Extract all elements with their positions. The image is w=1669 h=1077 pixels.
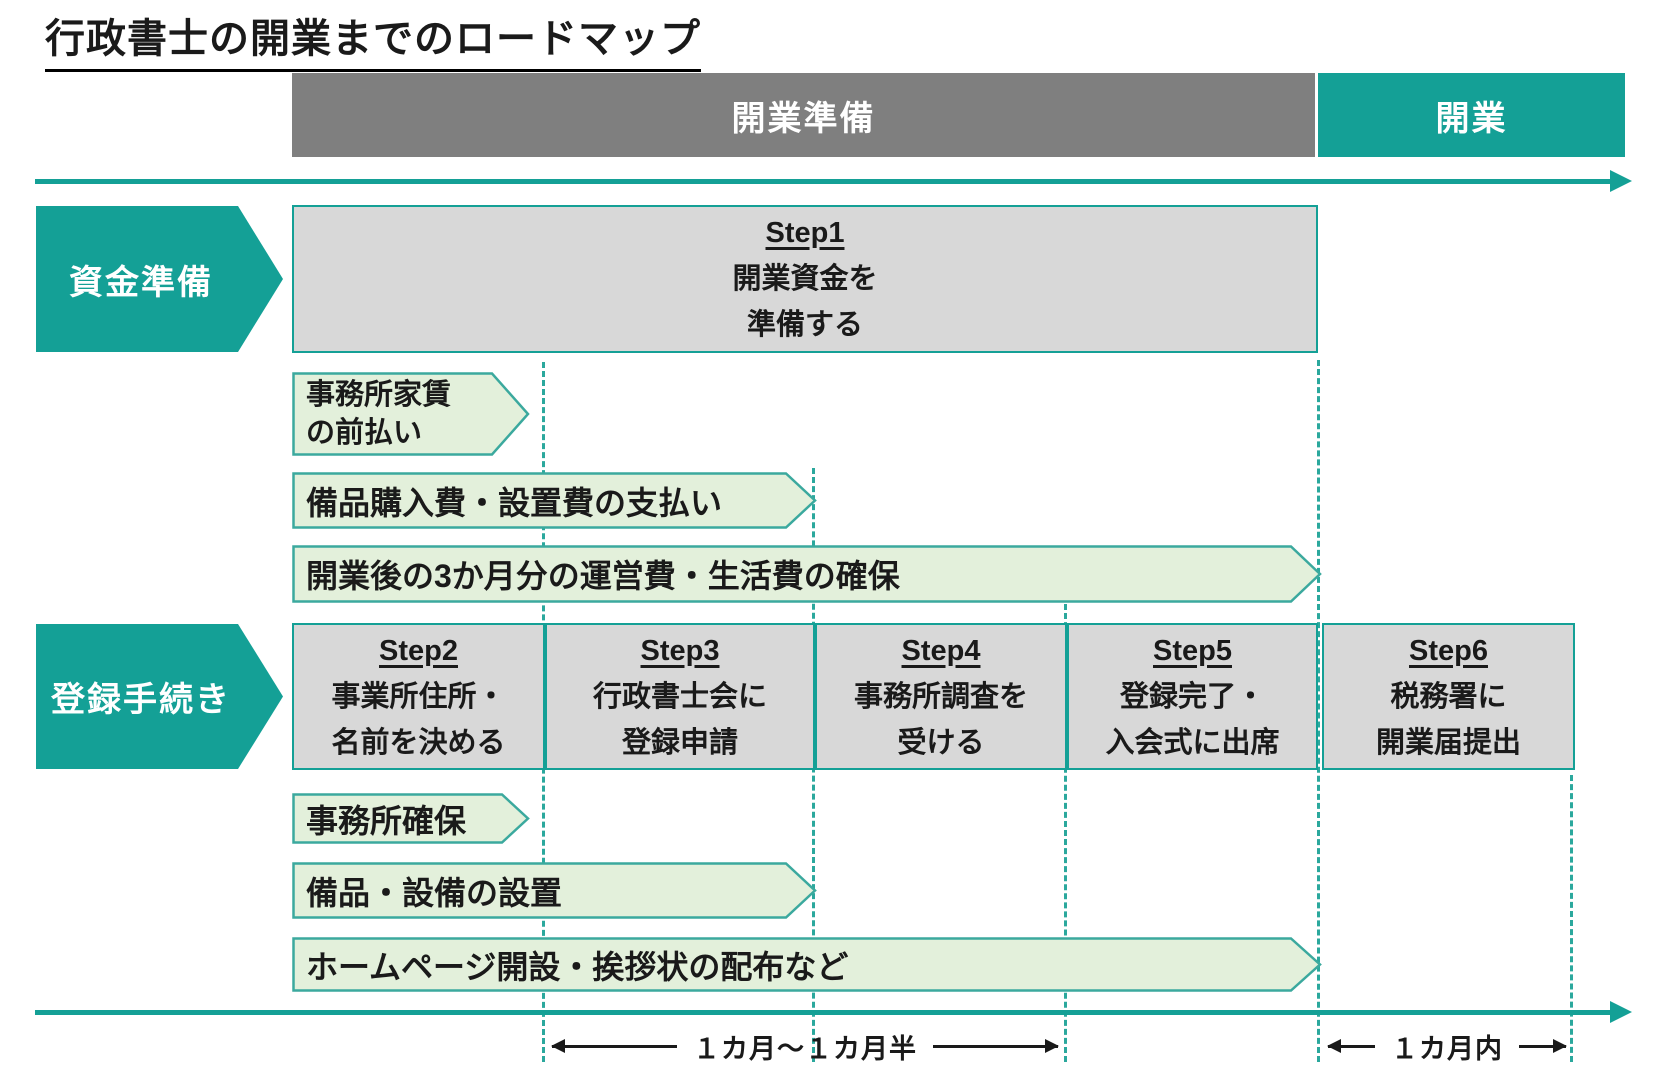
step1-line2: 準備する bbox=[746, 309, 863, 341]
lane-funding-label: 資金準備 bbox=[69, 263, 213, 302]
task-equipment-purchase-payment: 備品購入費・設置費の支払い bbox=[292, 472, 817, 529]
step6-title: Step6 bbox=[1409, 634, 1488, 667]
step1-line1: 開業資金を bbox=[732, 263, 878, 295]
duration-opening: １カ月内 bbox=[1328, 1028, 1566, 1064]
phase-opening-bar: 開業 bbox=[1318, 73, 1625, 157]
task-label: 備品購入費・設置費の支払い bbox=[306, 484, 723, 521]
lane-registration-label: 登録手続き bbox=[51, 681, 231, 719]
step1-title: Step1 bbox=[765, 217, 845, 249]
step5-line2: 入会式に出席 bbox=[1105, 726, 1280, 759]
task-office-rent-prepayment: 事務所家賃 の前払い bbox=[292, 372, 530, 456]
phase-preparation-bar: 開業準備 bbox=[292, 73, 1315, 157]
timeline-arrow-bottom bbox=[35, 1001, 1632, 1023]
duration-preparation-label: １カ月～１カ月半 bbox=[693, 1033, 917, 1064]
measure-arrow-left bbox=[1328, 1044, 1375, 1048]
step4-title: Step4 bbox=[901, 634, 981, 667]
page-title: 行政書士の開業までのロードマップ bbox=[45, 6, 701, 72]
task-arrow-shape bbox=[292, 472, 817, 529]
task-arrow-shape bbox=[292, 372, 530, 456]
task-arrow-shape bbox=[292, 937, 1322, 992]
lane-registration: 登録手続き bbox=[35, 623, 285, 770]
phase-opening-label: 開業 bbox=[1435, 99, 1508, 138]
step3-title: Step3 bbox=[640, 634, 720, 667]
task-label: 備品・設備の設置 bbox=[306, 874, 563, 911]
dashed-guide-line-3 bbox=[1064, 604, 1067, 1062]
task-label: 事務所家賃 の前払い bbox=[306, 379, 452, 449]
task-arrow-shape bbox=[292, 793, 530, 844]
task-install-equipment: 備品・設備の設置 bbox=[292, 862, 817, 919]
timeline-arrow-top bbox=[35, 170, 1632, 192]
duration-opening-label: １カ月内 bbox=[1391, 1033, 1503, 1064]
step2-line1: 事業所住所・ bbox=[331, 680, 506, 713]
dashed-guide-line-4 bbox=[1317, 360, 1320, 1062]
measure-arrow-left bbox=[552, 1044, 677, 1048]
dashed-guide-line-5 bbox=[1570, 775, 1573, 1062]
step4-box: Step4 事務所調査を 受ける bbox=[815, 623, 1067, 770]
task-homepage-and-greetings: ホームページ開設・挨拶状の配布など bbox=[292, 937, 1322, 992]
step6-line1: 税務署に bbox=[1390, 680, 1507, 713]
step1-box: Step1 開業資金を 準備する bbox=[292, 205, 1318, 353]
step3-box: Step3 行政書士会に 登録申請 bbox=[545, 623, 815, 770]
step6-box: Step6 税務署に 開業届提出 bbox=[1322, 623, 1575, 770]
task-label: 開業後の3か月分の運営費・生活費の確保 bbox=[306, 558, 900, 594]
measure-arrow-right bbox=[1519, 1044, 1566, 1048]
step3-line1: 行政書士会に bbox=[592, 680, 767, 713]
step4-line1: 事務所調査を bbox=[853, 680, 1028, 713]
step5-title: Step5 bbox=[1153, 634, 1232, 667]
step5-box: Step5 登録完了・ 入会式に出席 bbox=[1067, 623, 1318, 770]
lane-funding: 資金準備 bbox=[35, 205, 285, 353]
task-arrow-shape bbox=[292, 862, 817, 919]
task-label: 事務所確保 bbox=[306, 802, 467, 839]
task-label: ホームページ開設・挨拶状の配布など bbox=[306, 948, 849, 985]
phase-preparation-label: 開業準備 bbox=[731, 99, 876, 138]
step2-line2: 名前を決める bbox=[331, 726, 506, 759]
step4-line2: 受ける bbox=[897, 726, 985, 759]
task-secure-operating-funds: 開業後の3か月分の運営費・生活費の確保 bbox=[292, 545, 1322, 603]
step3-line2: 登録申請 bbox=[621, 726, 738, 759]
measure-arrow-right bbox=[933, 1044, 1058, 1048]
step5-line1: 登録完了・ bbox=[1119, 680, 1265, 713]
task-secure-office: 事務所確保 bbox=[292, 793, 530, 844]
task-arrow-shape bbox=[292, 545, 1322, 603]
duration-preparation: １カ月～１カ月半 bbox=[552, 1028, 1058, 1064]
step6-line2: 開業届提出 bbox=[1375, 726, 1521, 759]
step2-title: Step2 bbox=[379, 634, 458, 667]
pentagon-shape bbox=[36, 206, 283, 352]
step2-box: Step2 事業所住所・ 名前を決める bbox=[292, 623, 545, 770]
pentagon-shape bbox=[36, 624, 283, 769]
